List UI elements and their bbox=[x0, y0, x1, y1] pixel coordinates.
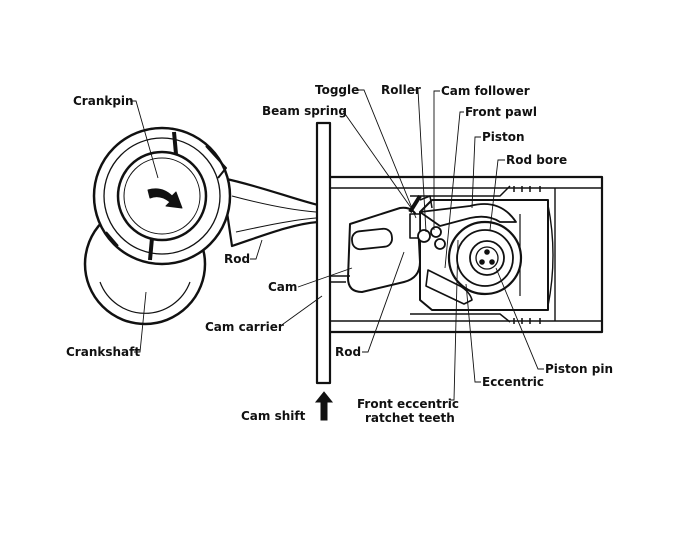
piston-pin-dot-1 bbox=[484, 249, 490, 255]
toggle-link bbox=[409, 213, 421, 239]
cam-carrier-rail bbox=[330, 275, 350, 283]
leader-piston bbox=[471, 136, 481, 209]
label-beam-spring: Beam spring bbox=[262, 104, 347, 118]
leader-crankpin bbox=[130, 100, 159, 179]
piston-ring-grooves-bottom bbox=[513, 318, 541, 324]
label-front-eccentric-line1: Front eccentric bbox=[357, 397, 459, 411]
roller-circle-1 bbox=[417, 229, 431, 243]
label-crankpin: Crankpin bbox=[73, 94, 134, 108]
leader-rod-left bbox=[250, 239, 263, 260]
leader-cam-carrier bbox=[278, 295, 323, 328]
piston-pin-dot-2 bbox=[489, 259, 495, 265]
cylinder-end-curve bbox=[547, 204, 554, 307]
roller-circle-2 bbox=[430, 226, 442, 238]
cam-follower-arm bbox=[425, 269, 473, 305]
leader-cam-follower bbox=[433, 90, 440, 230]
leader-front-eccentric bbox=[450, 239, 459, 401]
leader-rod-lower bbox=[362, 251, 405, 353]
rod-bore-circle bbox=[456, 229, 514, 287]
connecting-rod-shank bbox=[220, 176, 320, 248]
label-front-pawl: Front pawl bbox=[465, 105, 537, 119]
piston-pin-inner bbox=[475, 246, 499, 270]
label-rod-lower: Rod bbox=[335, 345, 362, 359]
rod-cap-split-bottom bbox=[148, 237, 154, 261]
cam-slot bbox=[351, 227, 393, 251]
leader-eccentric bbox=[465, 283, 481, 383]
piston-pin-dot-3 bbox=[479, 259, 485, 265]
cylinder-housing-inner bbox=[330, 187, 602, 322]
label-eccentric: Eccentric bbox=[482, 375, 544, 389]
roller-circle-3 bbox=[434, 238, 446, 250]
rod-cap-lug bbox=[205, 145, 227, 179]
label-piston: Piston bbox=[482, 130, 525, 144]
leader-rod-bore bbox=[489, 159, 505, 231]
leader-roller bbox=[413, 89, 427, 233]
crankpin-inner-ring bbox=[123, 157, 201, 235]
label-cam-carrier: Cam carrier bbox=[205, 320, 284, 334]
leader-crankshaft bbox=[134, 291, 147, 353]
label-toggle: Toggle bbox=[315, 83, 360, 97]
label-cam-shift: Cam shift bbox=[241, 409, 306, 423]
cam-carrier-plate bbox=[315, 121, 332, 385]
beam-spring-element bbox=[408, 194, 422, 214]
rotation-arrow-icon bbox=[147, 188, 183, 209]
label-front-eccentric-line2: ratchet teeth bbox=[365, 411, 455, 425]
leader-beam-spring bbox=[342, 110, 415, 213]
piston-pin-outer bbox=[469, 240, 505, 276]
leader-toggle bbox=[358, 89, 417, 219]
connecting-rod-shank-inner bbox=[231, 195, 317, 213]
beam-spring-tip bbox=[419, 195, 433, 209]
label-cam: Cam bbox=[268, 280, 298, 294]
label-rod-left: Rod bbox=[224, 252, 251, 266]
label-roller: Roller bbox=[381, 83, 421, 97]
rod-cap-split-top bbox=[172, 131, 178, 155]
label-crankshaft: Crankshaft bbox=[66, 345, 141, 359]
label-piston-pin: Piston pin bbox=[545, 362, 613, 376]
label-rod-bore: Rod bore bbox=[506, 153, 568, 167]
connecting-rod-shank-inner-2 bbox=[235, 217, 317, 233]
rod-cap-lug-2 bbox=[105, 231, 119, 247]
piston-ring-grooves-top bbox=[513, 186, 541, 192]
rod-big-end-ring bbox=[103, 137, 221, 255]
leader-front-pawl bbox=[444, 111, 464, 269]
up-arrow-icon bbox=[314, 391, 334, 421]
leader-cam bbox=[297, 267, 353, 288]
leader-piston-pin bbox=[495, 267, 544, 370]
piston-skirt-bottom bbox=[410, 313, 511, 323]
eccentric-circle bbox=[447, 220, 523, 296]
cylinder-housing-outer bbox=[330, 175, 604, 334]
label-cam-follower: Cam follower bbox=[441, 84, 530, 98]
piston-skirt-top bbox=[410, 185, 511, 197]
crankshaft-inner-arc bbox=[99, 281, 191, 314]
